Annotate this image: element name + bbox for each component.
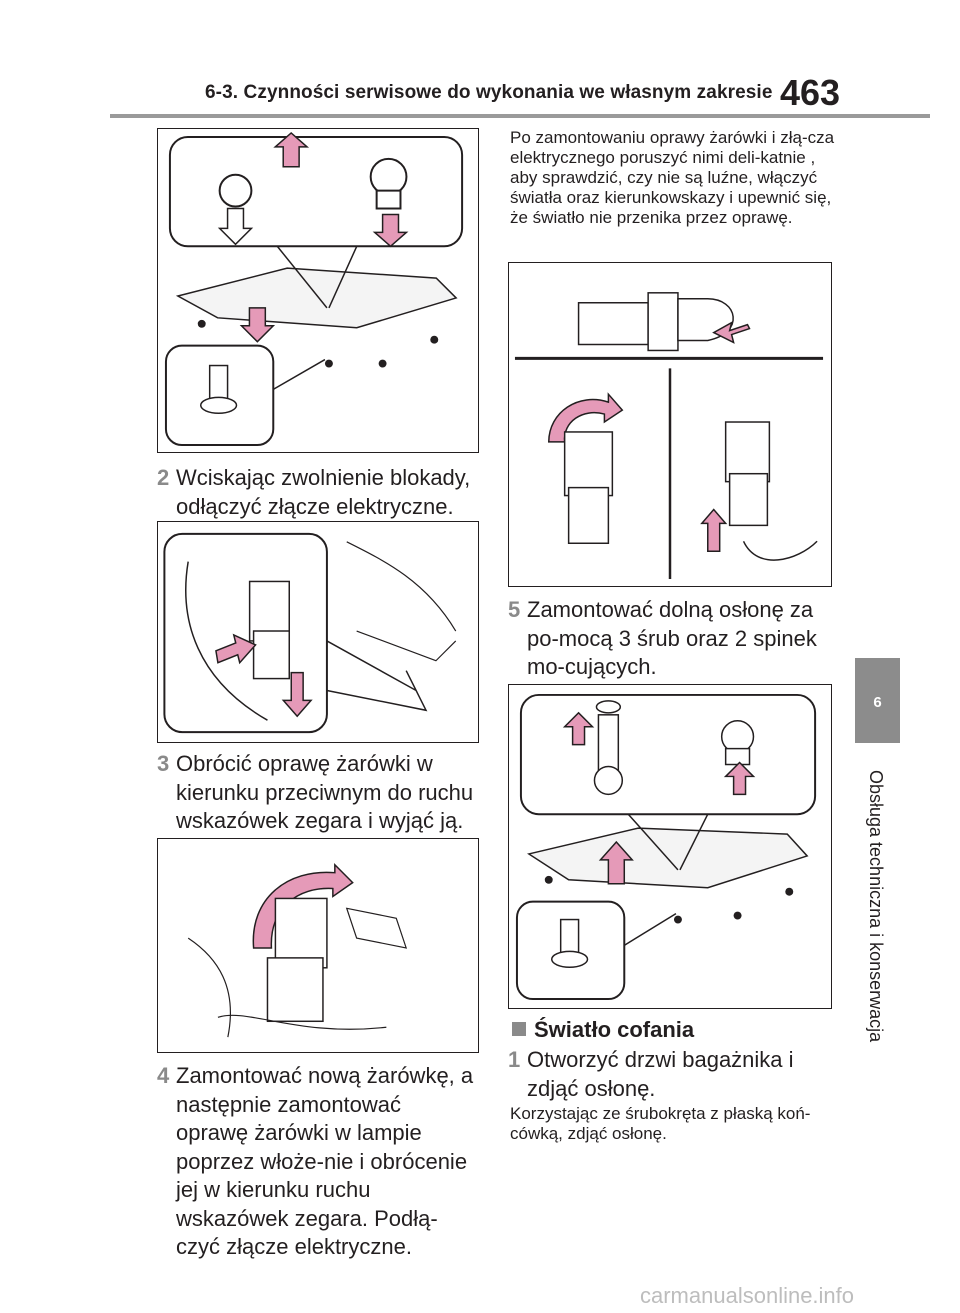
figure-lower-cover-removal-drawing: [164, 131, 464, 447]
chapter-side-label: Obsługa techniczna i konserwacja: [866, 770, 888, 1170]
watermark: carmanualsonline.info: [640, 1283, 855, 1308]
step-4-text: Zamontować nową żarówkę, a następnie zam…: [176, 1063, 474, 1259]
running-header: 6-3. Czynności serwisowe do wykonania we…: [205, 82, 773, 103]
section-heading: Światło cofania: [512, 1017, 694, 1043]
step-3-number: 3: [157, 751, 170, 776]
note-screwdriver: Korzystając ze śrubokręta z płaską koń-c…: [510, 1104, 811, 1143]
step-2-text: Wciskając zwolnienie blokady, odłączyć z…: [176, 465, 471, 519]
figure-connector-release-drawing: [163, 532, 457, 734]
step-2: 2 Wciskając zwolnienie blokady, odłączyć…: [157, 464, 477, 521]
figure-lower-cover-removal: [157, 128, 479, 453]
figure-check-bulb-drawing: [514, 292, 824, 580]
chapter-tab: 6: [855, 658, 900, 743]
chapter-side-label-text: Obsługa techniczna i konserwacja: [866, 770, 886, 1043]
figure-check-bulb: [508, 262, 832, 587]
step-reverse-1-text: Otworzyć drzwi bagażnika i zdjąć osłonę.: [527, 1047, 794, 1101]
section-title: Światło cofania: [534, 1017, 695, 1042]
step-4: 4 Zamontować nową żarówkę, a następnie z…: [157, 1062, 477, 1262]
figure-rotate-socket: [157, 838, 479, 1053]
step-5-number: 5: [508, 597, 521, 622]
step-5-text: Zamontować dolną osłonę za po-mocą 3 śru…: [527, 597, 817, 679]
page-number: 463: [780, 72, 841, 113]
step-3-text: Obrócić oprawę żarówki w kierunku przeci…: [176, 751, 474, 833]
figure-rotate-socket-drawing: [187, 862, 408, 1038]
step-reverse-1: 1 Otworzyć drzwi bagażnika i zdjąć osłon…: [508, 1046, 838, 1103]
section-square-icon: [512, 1022, 526, 1036]
step-reverse-1-number: 1: [508, 1047, 521, 1072]
figure-install-cover-drawing: [515, 693, 817, 1001]
step-2-number: 2: [157, 465, 170, 490]
step-5: 5 Zamontować dolną osłonę za po-mocą 3 ś…: [508, 596, 838, 682]
step-3: 3 Obrócić oprawę żarówki w kierunku prze…: [157, 750, 477, 836]
header-rule: [110, 114, 930, 118]
step-4-number: 4: [157, 1063, 170, 1088]
note-after-install: Po zamontowaniu oprawy żarówki i złą-cza…: [510, 128, 835, 227]
figure-install-cover: [508, 684, 832, 1009]
figure-connector-release: [157, 521, 479, 743]
